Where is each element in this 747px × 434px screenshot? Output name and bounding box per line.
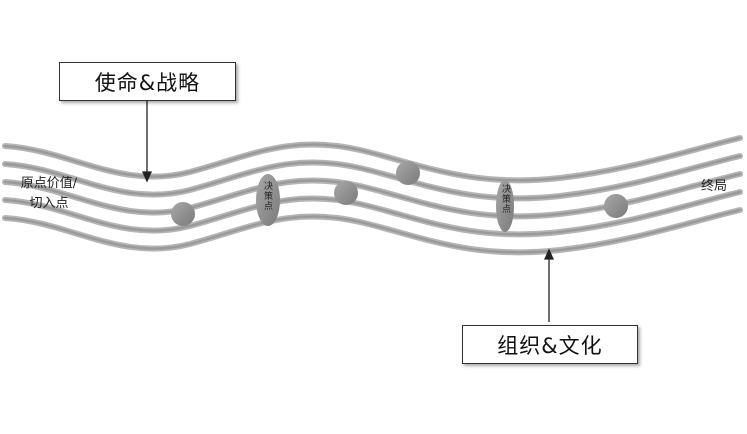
- start-point-label: 原点价值/ 切入点: [7, 174, 91, 214]
- arrow-down: [141, 101, 153, 183]
- flow-band-core: [3, 190, 742, 236]
- decision-point-label: 决策点: [500, 184, 510, 214]
- arrow-up: [543, 248, 555, 322]
- decision-point-ellipse: [496, 180, 514, 232]
- start-point-line-2: 切入点: [29, 196, 69, 211]
- node-circle: [334, 181, 358, 205]
- flow-band-core: [3, 136, 742, 182]
- decision-point-label: 决策点: [262, 181, 272, 211]
- organization-culture-label: 组织&文化: [497, 333, 603, 358]
- decision-point-ellipse: [256, 174, 280, 226]
- node-circle: [396, 161, 420, 185]
- start-point-line-1: 原点价值/: [20, 176, 78, 191]
- node-circle: [171, 202, 195, 226]
- mission-strategy-box: 使命&战略: [59, 62, 236, 101]
- flow-band: [2, 207, 743, 256]
- flow-band-core: [3, 208, 742, 254]
- end-state-label: 终局: [700, 179, 727, 194]
- organization-culture-box: 组织&文化: [462, 325, 638, 364]
- flow-band-core: [3, 154, 742, 200]
- node-circle: [604, 194, 628, 218]
- flow-bands: [2, 135, 743, 256]
- mission-strategy-label: 使命&战略: [94, 70, 201, 95]
